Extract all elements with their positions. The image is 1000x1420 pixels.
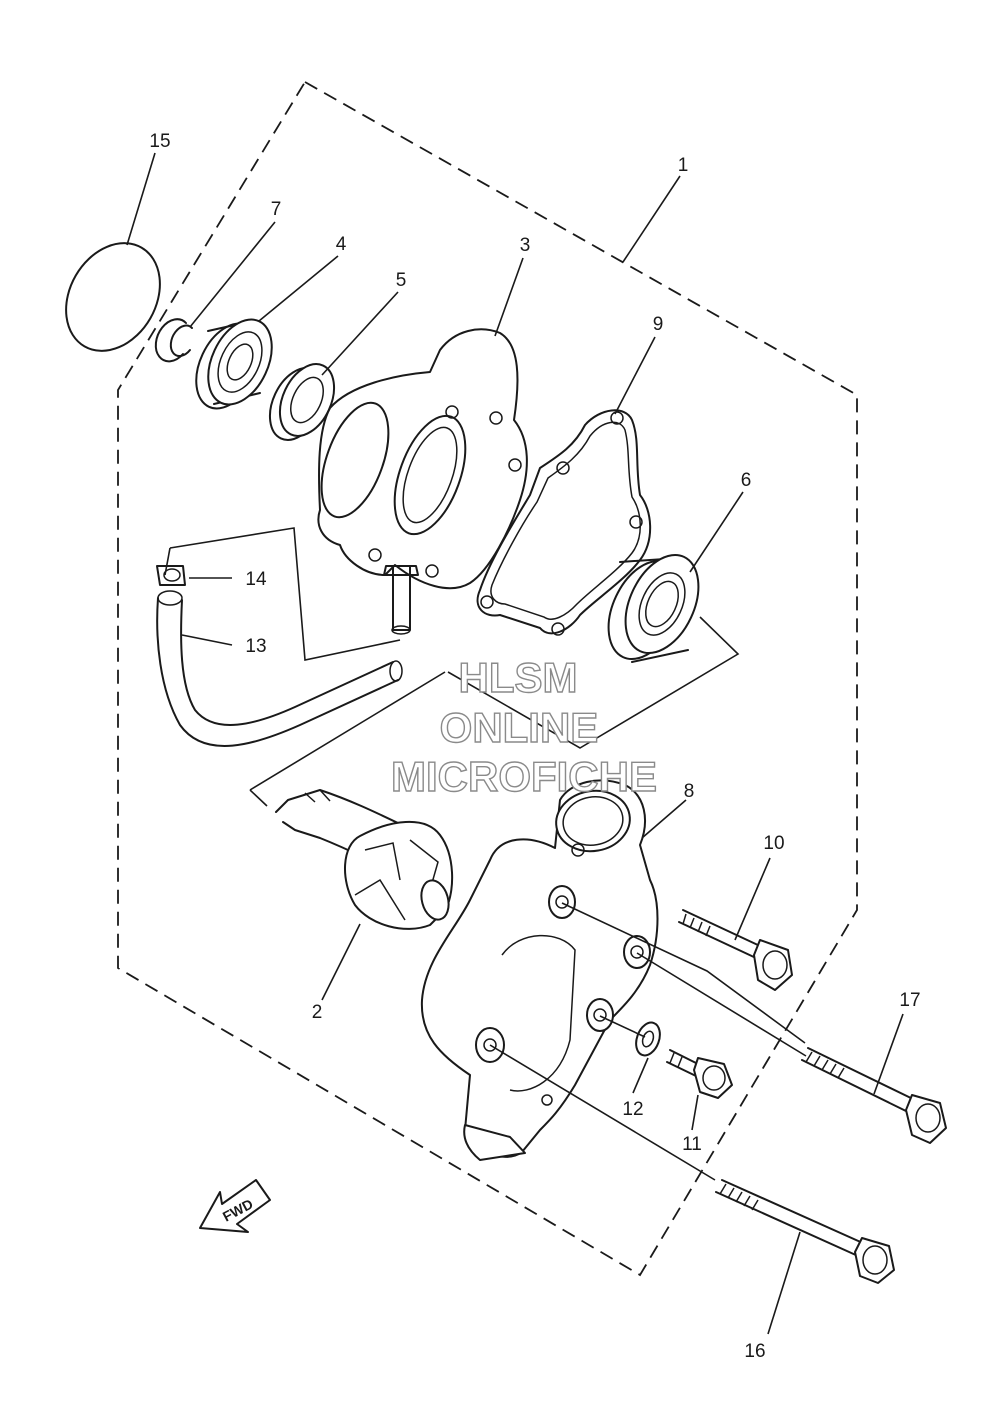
- part-12-washer[interactable]: [632, 1019, 664, 1058]
- part-9-gasket[interactable]: [476, 409, 652, 636]
- part-7-circlip[interactable]: [154, 318, 193, 363]
- callout-leaders: [126, 152, 904, 1335]
- part-5-oil-seal[interactable]: [259, 355, 345, 448]
- assembly-boundary-dashed: [117, 80, 858, 1277]
- callout-11: 11: [682, 1134, 702, 1155]
- part-16-long-bolt[interactable]: [715, 1179, 895, 1284]
- watermark-line-3: MICROFICHE: [391, 753, 657, 800]
- callout-5: 5: [396, 270, 407, 291]
- callout-labels: 15 7 4 5 3 1 9 6 14 13 8 10 2 17 12 11 1…: [149, 131, 920, 1362]
- callout-7: 7: [271, 199, 282, 220]
- callout-1: 1: [678, 155, 689, 176]
- part-11-small-bolt[interactable]: [666, 1049, 733, 1099]
- part-14-hose-clamp[interactable]: [156, 565, 186, 586]
- part-15-o-ring[interactable]: [47, 226, 178, 368]
- callout-9: 9: [653, 314, 664, 335]
- callout-6: 6: [741, 470, 752, 491]
- part-8-pump-housing[interactable]: [420, 779, 659, 1161]
- part-13-hose[interactable]: [156, 590, 403, 747]
- callout-17: 17: [899, 990, 920, 1011]
- watermark: HLSM ONLINE MICROFICHE: [390, 653, 657, 800]
- callout-2: 2: [312, 1002, 323, 1023]
- callout-8: 8: [684, 781, 695, 802]
- callout-16: 16: [744, 1341, 765, 1362]
- callout-3: 3: [520, 235, 531, 256]
- callout-14: 14: [245, 569, 267, 590]
- callout-10: 10: [763, 833, 784, 854]
- part-6-oil-seal[interactable]: [594, 543, 713, 670]
- callout-13: 13: [245, 636, 266, 657]
- callout-4: 4: [336, 234, 347, 255]
- watermark-line-2: ONLINE: [440, 704, 599, 751]
- part-2-impeller-shaft[interactable]: [275, 789, 454, 930]
- assembly-guide-lines: [164, 527, 807, 1181]
- part-3-housing-cover[interactable]: [308, 328, 528, 635]
- watermark-line-1: HLSM: [459, 654, 578, 701]
- callout-12: 12: [622, 1099, 643, 1120]
- callout-15: 15: [149, 131, 170, 152]
- fwd-arrow-icon: FWD: [199, 1179, 271, 1233]
- part-4-bearing[interactable]: [184, 309, 285, 418]
- part-17-long-bolt[interactable]: [801, 1047, 947, 1144]
- part-10-bolt[interactable]: [678, 909, 793, 991]
